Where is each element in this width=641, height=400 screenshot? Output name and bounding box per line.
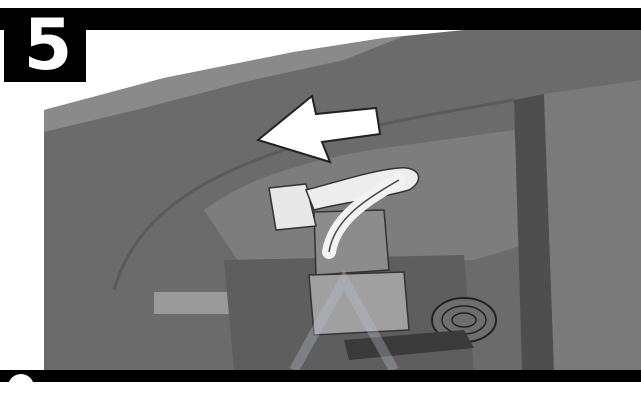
footer-bar bbox=[0, 370, 641, 382]
step-number: 5 bbox=[12, 12, 82, 78]
instruction-panel: 5 bbox=[0, 0, 641, 382]
step-illustration bbox=[44, 30, 641, 370]
header-bar bbox=[0, 8, 641, 30]
next-step-number-partial bbox=[8, 374, 34, 400]
